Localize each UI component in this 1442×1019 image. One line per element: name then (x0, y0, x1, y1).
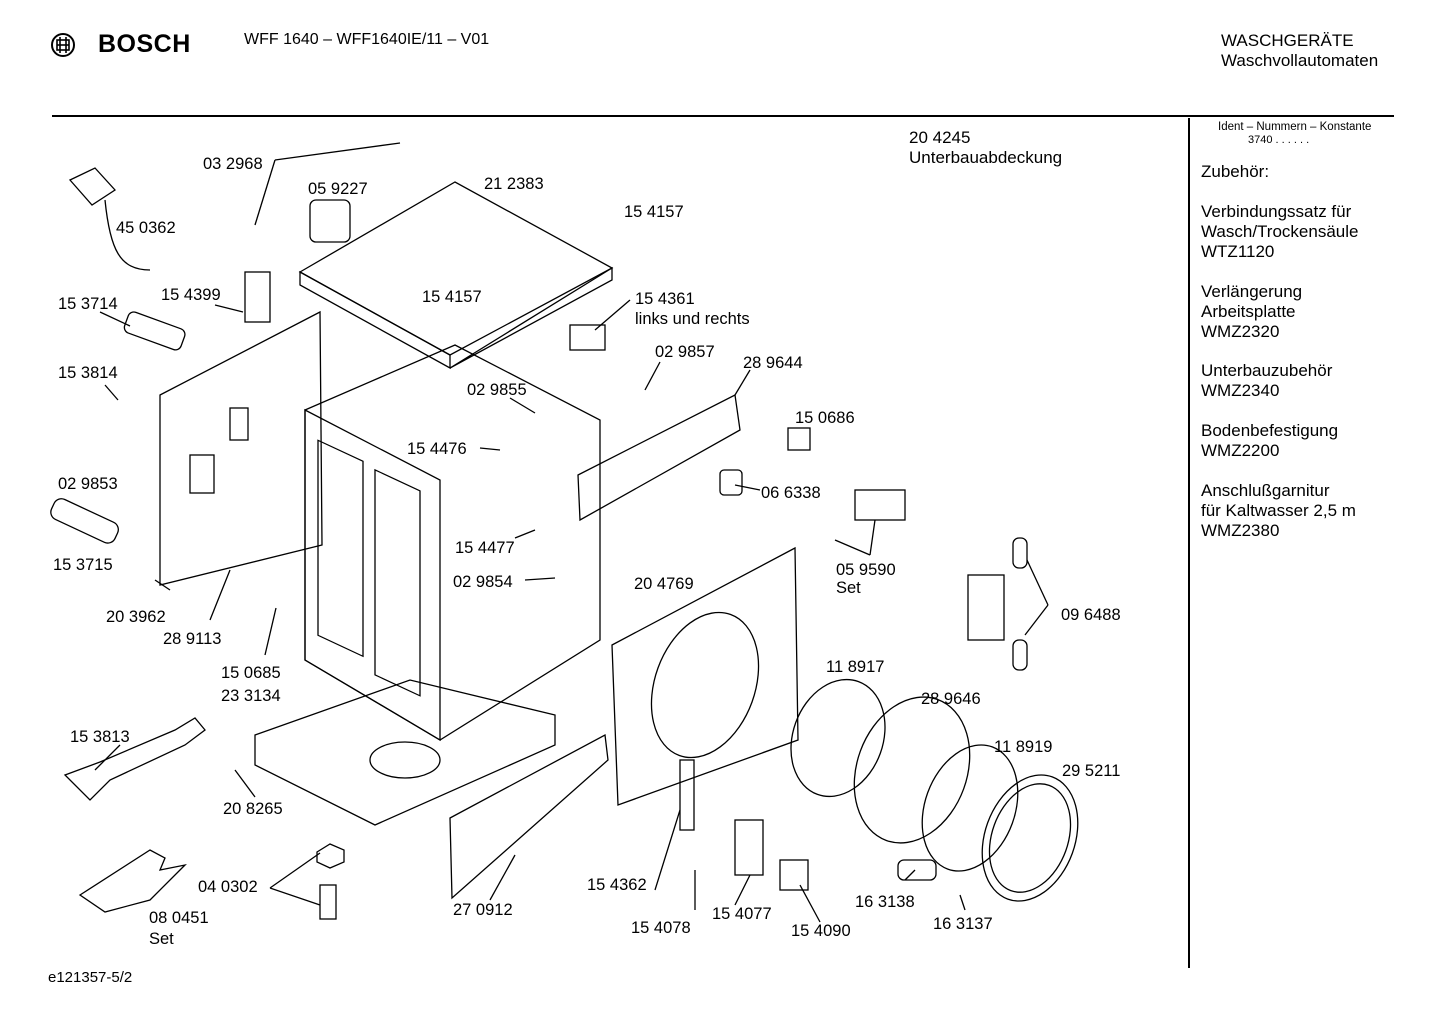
part-label: 15 3813 (70, 728, 130, 746)
part-label: 11 8919 (994, 738, 1053, 756)
part-label: 11 8917 (826, 658, 885, 676)
part-label: 15 4090 (791, 922, 851, 940)
part-label: 15 4157 (624, 203, 684, 221)
part-label: Set (149, 930, 174, 948)
part-label: links und rechts (635, 310, 750, 328)
part-label: 08 0451 (149, 909, 209, 927)
header-divider (52, 115, 1394, 117)
part-label: 16 3137 (933, 915, 993, 933)
part-label: 15 3714 (58, 295, 118, 313)
part-label: 05 9227 (308, 180, 368, 198)
accessory-item: Bodenbefestigung WMZ2200 (1201, 421, 1339, 460)
part-label: 20 8265 (223, 800, 283, 818)
part-label: Unterbauabdeckung (909, 148, 1063, 167)
bosch-armature-icon (51, 32, 75, 57)
part-label: 23 3134 (221, 687, 281, 705)
drawing-code: e121357-5/2 (48, 969, 133, 986)
part-label: 20 4245 (909, 128, 971, 147)
accessory-item: Anschlußgarnitur für Kaltwasser 2,5 m WM… (1201, 481, 1356, 540)
part-label: 27 0912 (453, 901, 513, 919)
part-label: 04 0302 (198, 878, 258, 896)
part-label: 20 4769 (634, 575, 694, 593)
part-label: 45 0362 (116, 219, 176, 237)
accessory-item: Verlängerung Arbeitsplatte WMZ2320 (1201, 282, 1303, 341)
part-label: 15 4077 (712, 905, 772, 923)
part-label: 21 2383 (484, 175, 544, 193)
part-label: 03 2968 (203, 155, 263, 173)
accessory-item: Verbindungssatz für Wasch/Trockensäule W… (1201, 202, 1359, 261)
part-label: 09 6488 (1061, 606, 1121, 624)
sidebar-divider (1188, 118, 1190, 968)
part-label: 15 4399 (161, 286, 221, 304)
accessory-item: Unterbauzubehör WMZ2340 (1201, 361, 1333, 400)
category-subtitle: Waschvollautomaten (1221, 51, 1379, 70)
part-label: 15 4362 (587, 876, 647, 894)
part-label: 16 3138 (855, 893, 915, 911)
part-label: 15 4078 (631, 919, 691, 937)
bosch-logo: BOSCH (50, 30, 191, 59)
part-label: 02 9855 (467, 381, 527, 399)
ident-heading: Ident – Nummern – Konstante (1218, 121, 1372, 133)
part-label: 02 9857 (655, 343, 715, 361)
part-label: 02 9854 (453, 573, 513, 591)
part-label: 15 4361 (635, 290, 695, 308)
accessories-title: Zubehör: (1201, 162, 1270, 181)
part-label: 15 4477 (455, 539, 515, 557)
part-label: 05 9590 (836, 561, 896, 579)
category-title: WASCHGERÄTE (1221, 31, 1354, 50)
part-label: 15 0685 (221, 664, 281, 682)
part-label: 02 9853 (58, 475, 118, 493)
part-label: 20 3962 (106, 608, 166, 626)
part-label: 15 4157 (422, 288, 482, 306)
part-label: 15 4476 (407, 440, 467, 458)
part-label: 15 3814 (58, 364, 118, 382)
part-label: Set (836, 579, 861, 597)
part-label: 29 5211 (1062, 762, 1121, 780)
part-label: 28 9113 (163, 630, 222, 648)
part-label: 28 9646 (921, 690, 981, 708)
part-label: 15 3715 (53, 556, 113, 574)
ident-value: 3740 . . . . . . (1248, 134, 1310, 146)
brand-name: BOSCH (98, 30, 191, 58)
part-label: 06 6338 (761, 484, 821, 502)
part-label: 15 0686 (795, 409, 855, 427)
model-number: WFF 1640 – WFF1640IE/11 – V01 (244, 31, 490, 48)
part-label: 28 9644 (743, 354, 803, 372)
